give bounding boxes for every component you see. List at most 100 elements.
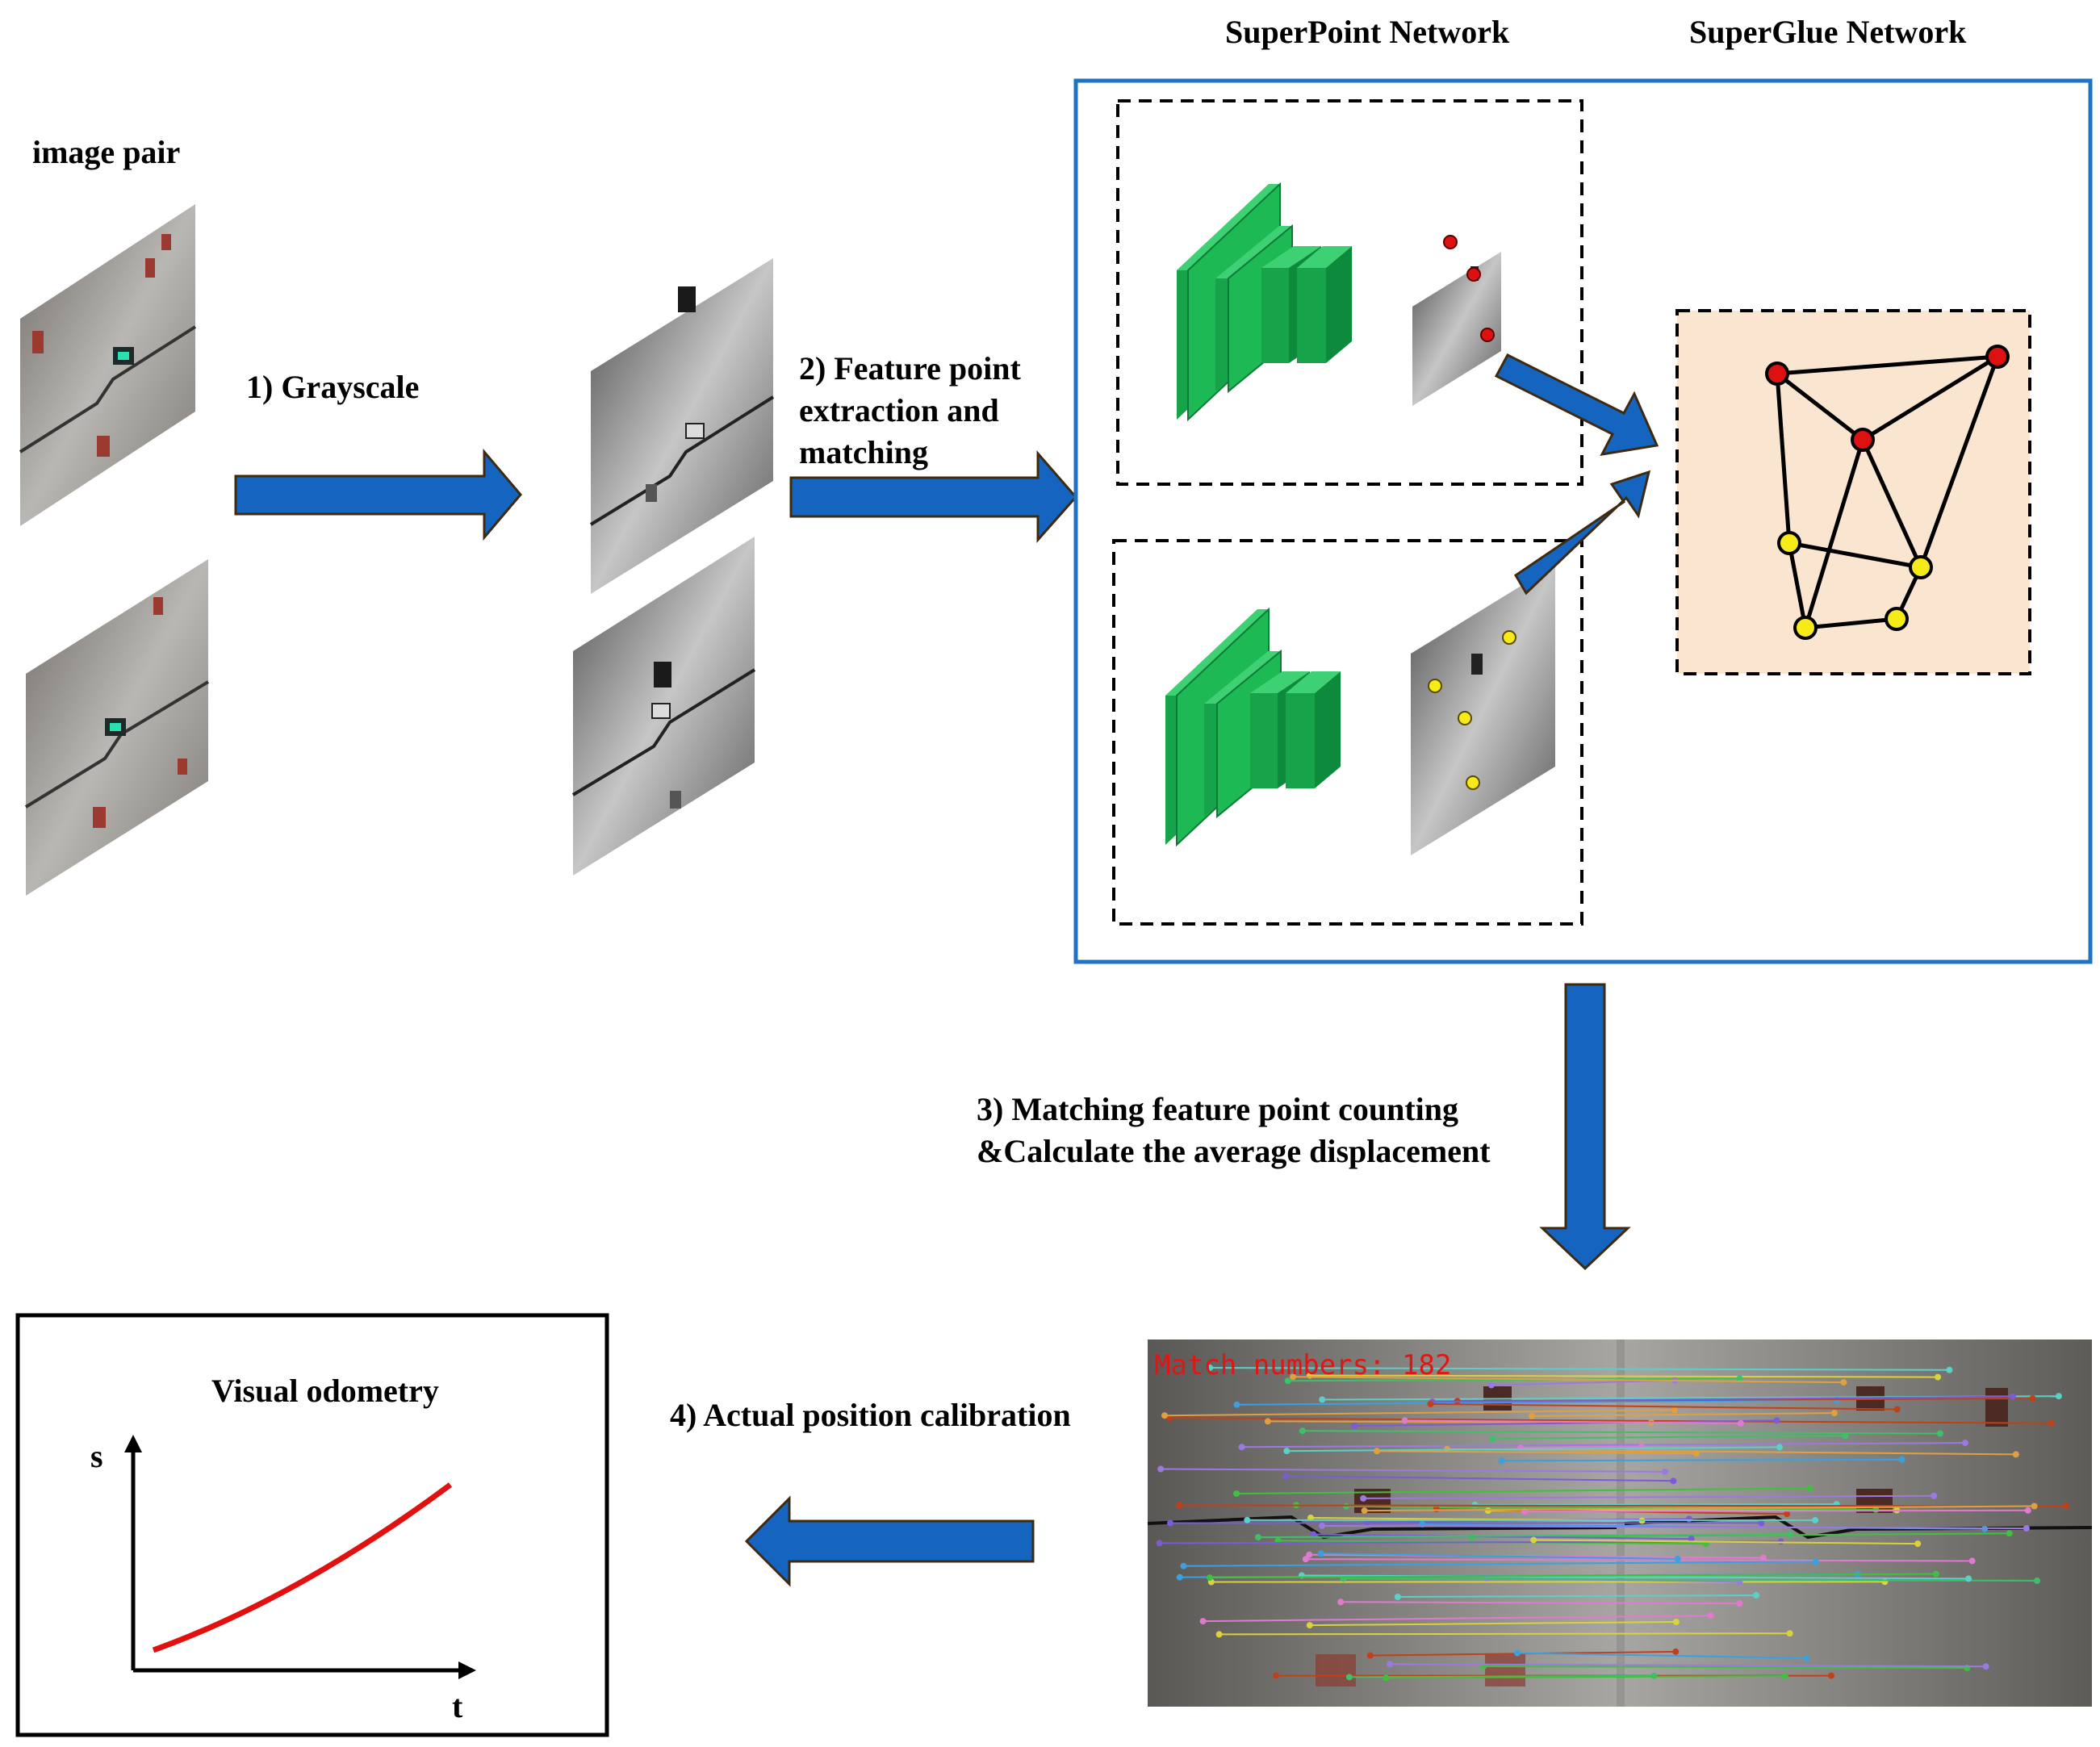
graph-node-red [1985, 345, 2010, 369]
match-line [1432, 1395, 2013, 1403]
keypoint-yellow [1428, 679, 1442, 693]
cnn-layers-icon [1165, 607, 1341, 847]
match-point [1238, 1444, 1245, 1451]
match-line [1322, 1524, 2027, 1529]
match-point [1803, 1654, 1810, 1661]
odometry-frame [15, 1313, 609, 1737]
match-point [1840, 1379, 1847, 1386]
match-line [1516, 1652, 1807, 1659]
match-point [1319, 1396, 1326, 1403]
odometry-curve [152, 1482, 453, 1653]
arrow-to-superglue-bottom [1513, 470, 1651, 596]
match-line [1179, 1504, 2067, 1507]
match-line [1320, 1553, 1678, 1560]
keypoint-red [1480, 328, 1495, 342]
match-point [1784, 1511, 1791, 1518]
match-point [1806, 1485, 1813, 1492]
match-point [2023, 1525, 2030, 1532]
match-point [1317, 1550, 1324, 1557]
match-line [1309, 1374, 1939, 1378]
match-point [1517, 1444, 1525, 1452]
match-line [1241, 1442, 1966, 1448]
match-point [1361, 1507, 1368, 1515]
step2-line2: extraction and [799, 392, 999, 428]
match-point [1387, 1661, 1394, 1668]
match-point [1707, 1612, 1714, 1620]
match-point [1319, 1522, 1326, 1529]
match-point [1812, 1516, 1819, 1523]
match-line [1364, 1505, 2035, 1512]
match-point [1812, 1558, 1819, 1565]
match-point [2048, 1419, 2055, 1427]
match-point [1498, 1457, 1505, 1465]
match-point [1842, 1432, 1849, 1440]
match-point [1207, 1365, 1214, 1371]
gray-image-top [589, 258, 775, 594]
match-point [1180, 1562, 1187, 1569]
match-line [1164, 1409, 1675, 1417]
graph-matching-icon [1775, 354, 2000, 630]
match-point [1394, 1594, 1401, 1600]
step1-label: 1) Grayscale [246, 369, 419, 405]
match-point [1830, 1410, 1838, 1417]
superglue-box [1675, 309, 2031, 675]
match-point [1529, 1412, 1536, 1419]
match-point [1244, 1516, 1251, 1523]
x-axis-label: t [452, 1688, 463, 1724]
match-point [1273, 1672, 1279, 1679]
match-point [1156, 1540, 1163, 1547]
match-point [1736, 1600, 1743, 1607]
step3-label: 3) Matching feature point counting &Calc… [977, 1091, 1491, 1169]
match-point [1965, 1575, 1972, 1582]
match-point [1530, 1536, 1537, 1544]
x-axis-arrow [458, 1661, 476, 1679]
match-point [1931, 1492, 1938, 1499]
match-point [1786, 1630, 1793, 1637]
match-point [1299, 1427, 1306, 1435]
keypoint-yellow [1458, 711, 1472, 725]
match-line [1521, 1445, 1642, 1449]
match-point [1302, 1556, 1309, 1563]
match-point [1662, 1468, 1668, 1475]
arrow-matching-count [1539, 983, 1631, 1271]
match-line [1236, 1487, 1810, 1494]
match-point [1161, 1412, 1168, 1419]
match-point [1199, 1618, 1207, 1625]
match-point [1753, 1592, 1759, 1599]
keypoint-yellow [1466, 775, 1480, 790]
match-line [1219, 1632, 1790, 1636]
match-lines [1156, 1365, 2070, 1682]
color-image-top [19, 204, 197, 526]
match-point [1898, 1456, 1905, 1463]
match-line [1343, 1578, 2038, 1582]
graph-node-red [1851, 428, 1875, 452]
match-point [1468, 1534, 1475, 1541]
match-line [1397, 1594, 1757, 1598]
match-line [1309, 1621, 1676, 1627]
match-point [1366, 1652, 1374, 1659]
match-numbers-label: Match numbers: 182 [1154, 1349, 1451, 1381]
match-line [1376, 1450, 1696, 1455]
match-point [1484, 1507, 1491, 1515]
match-point [1427, 1400, 1434, 1407]
color-image-bottom [24, 559, 210, 896]
match-line [1363, 1494, 1935, 1499]
graph-node-red [1765, 362, 1789, 386]
match-point [1827, 1672, 1834, 1679]
match-point [1489, 1435, 1496, 1442]
match-line [1302, 1430, 1940, 1435]
image-pair-label: image pair [32, 134, 180, 170]
arrow-grayscale [234, 448, 522, 541]
match-line [1209, 1573, 1936, 1579]
match-point [1671, 1406, 1678, 1414]
match-line [1492, 1435, 1846, 1440]
match-point [1284, 1377, 1291, 1385]
match-point [1962, 1440, 1968, 1447]
match-point [2063, 1503, 2070, 1510]
step2-line3: matching [799, 434, 928, 470]
match-point [1932, 1570, 1939, 1578]
match-point [1935, 1373, 1942, 1381]
match-point [1345, 1674, 1353, 1681]
match-point [1306, 1622, 1313, 1629]
match-point [1773, 1417, 1780, 1424]
